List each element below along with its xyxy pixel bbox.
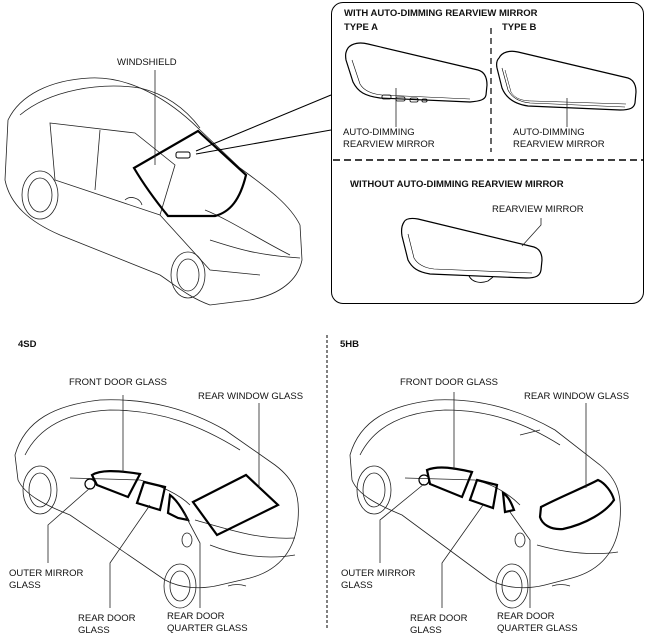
variant-heading-5hb: 5HB bbox=[340, 339, 360, 350]
hb-quarter-glass bbox=[501, 490, 516, 514]
sd-rear-door-glass-label-line1: REAR DOOR bbox=[78, 613, 136, 624]
hatchback-leaders bbox=[379, 392, 587, 608]
sd-front-door-glass-label: FRONT DOOR GLASS bbox=[69, 377, 168, 388]
callout-line-lower bbox=[195, 129, 332, 155]
sd-quarter-glass bbox=[166, 493, 190, 522]
sd-quarter-glass-label-line1: REAR DOOR bbox=[167, 611, 225, 622]
mirror-callout-box bbox=[331, 2, 644, 304]
type-b-mirror bbox=[496, 50, 637, 111]
sd-front-door-glass bbox=[90, 470, 142, 499]
callout-line-upper bbox=[195, 94, 332, 152]
hb-rear-door-glass-label-line1: REAR DOOR bbox=[410, 613, 468, 624]
hb-outer-mirror bbox=[418, 474, 430, 486]
without-auto-dimming-heading: WITHOUT AUTO-DIMMING REARVIEW MIRROR bbox=[350, 179, 564, 190]
sd-rear-door-glass bbox=[135, 480, 167, 512]
sedan-leaders bbox=[47, 395, 260, 608]
car-front-view bbox=[4, 77, 303, 306]
rearview-mirror-label: REARVIEW MIRROR bbox=[492, 204, 584, 215]
hb-quarter-glass-label-line1: REAR DOOR bbox=[497, 611, 555, 622]
hb-quarter-glass-label-line2: QUARTER GLASS bbox=[497, 623, 578, 634]
type-b-label-line2: REARVIEW MIRROR bbox=[513, 139, 605, 150]
hb-outer-mirror-label-line1: OUTER MIRROR bbox=[341, 568, 416, 579]
hb-rear-window-glass-label: REAR WINDOW GLASS bbox=[524, 391, 630, 402]
type-b-label-line1: AUTO-DIMMING bbox=[513, 127, 585, 138]
sd-quarter-glass-label-line2: QUARTER GLASS bbox=[167, 623, 248, 634]
sedan-rear-view bbox=[14, 399, 299, 609]
sd-outer-mirror-label-line1: OUTER MIRROR bbox=[9, 568, 84, 579]
hb-rear-door-glass bbox=[468, 478, 499, 510]
hb-rear-window-glass bbox=[538, 478, 616, 531]
sd-rear-door-glass-label-line2: GLASS bbox=[78, 625, 110, 636]
hatchback-rear-view bbox=[349, 399, 621, 609]
hb-rear-door-glass-label-line2: GLASS bbox=[410, 625, 442, 636]
type-b-heading: TYPE B bbox=[502, 22, 537, 33]
with-auto-dimming-heading: WITH AUTO-DIMMING REARVIEW MIRROR bbox=[344, 8, 538, 19]
hb-front-door-glass bbox=[425, 466, 474, 499]
hb-front-door-glass-label: FRONT DOOR GLASS bbox=[400, 377, 499, 388]
windshield-outline bbox=[132, 129, 248, 218]
windshield-label: WINDSHIELD bbox=[117, 57, 177, 68]
sd-rear-window-glass bbox=[191, 473, 280, 537]
sedan-glass-outlines bbox=[90, 470, 280, 537]
sd-outer-mirror bbox=[84, 478, 96, 490]
variant-heading-4sd: 4SD bbox=[18, 339, 37, 350]
standard-mirror bbox=[401, 217, 543, 283]
type-a-label-line1: AUTO-DIMMING bbox=[343, 127, 415, 138]
hb-outer-mirror-label-line2: GLASS bbox=[341, 580, 373, 591]
type-a-heading: TYPE A bbox=[344, 22, 378, 33]
sd-outer-mirror-label-line2: GLASS bbox=[9, 580, 41, 591]
type-a-mirror bbox=[345, 42, 488, 103]
mirror-location-marker bbox=[175, 151, 191, 159]
type-a-label-line2: REARVIEW MIRROR bbox=[343, 139, 435, 150]
rearview-mirror-leader bbox=[521, 218, 542, 247]
sd-rear-window-glass-label: REAR WINDOW GLASS bbox=[198, 391, 304, 402]
